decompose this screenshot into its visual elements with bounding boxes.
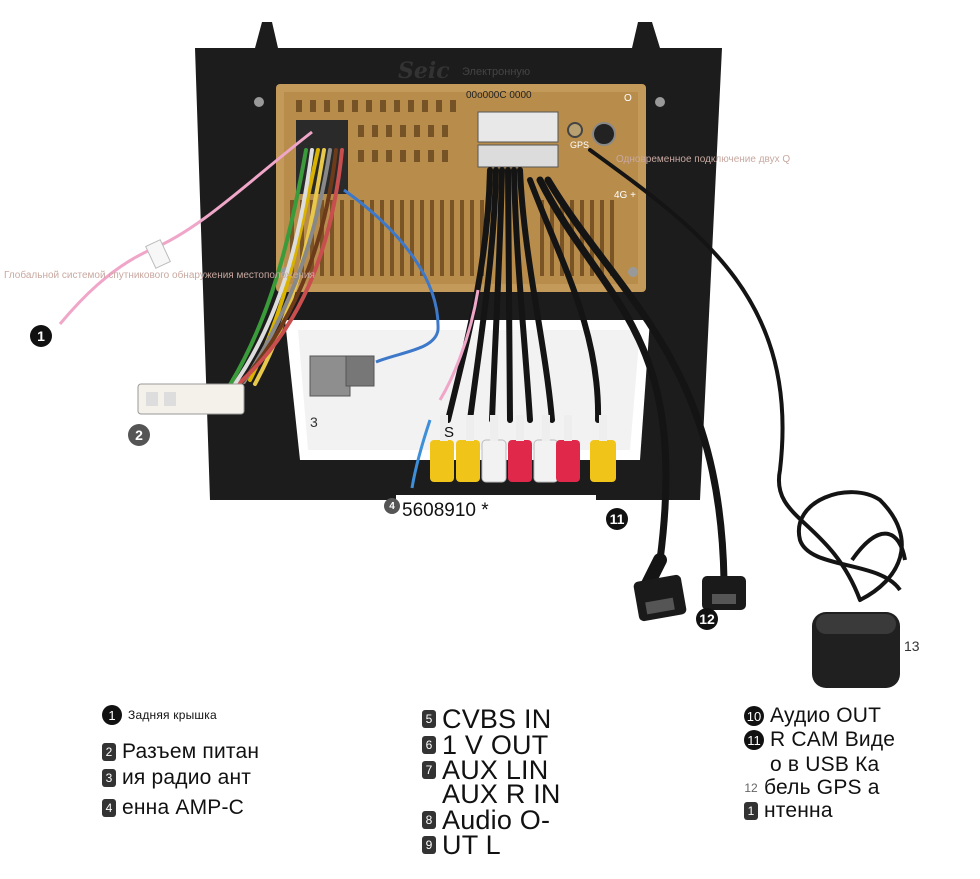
usb-cables — [633, 553, 746, 622]
legend-text: Разъем питан — [122, 740, 260, 763]
legend-num: 3 — [102, 769, 116, 787]
legend-text: UT L — [442, 830, 501, 860]
rca-cable-bundle — [445, 148, 862, 602]
legend-3-item-1: 11 R CAM Виде — [744, 728, 895, 752]
legend-3-item-0: 10 Аудио OUT — [744, 704, 881, 728]
port-o-label: O — [624, 93, 632, 104]
tag-s: S — [444, 424, 455, 441]
legend-text: о в USB Ка — [770, 753, 880, 776]
legend-1-item-1: 2 Разъем питан — [102, 740, 259, 764]
callout-11: 11 — [606, 508, 628, 530]
legend-2-item-4: 8 Audio O- — [422, 805, 551, 835]
callout-13: 13 — [904, 638, 920, 654]
legend-text: енна AMP-C — [122, 796, 245, 819]
legend-num: 6 — [422, 736, 436, 754]
legend-3-item-3: 12 бель GPS а — [744, 776, 880, 800]
callout-2: 2 — [128, 424, 150, 446]
legend-text: бель GPS а — [764, 776, 880, 799]
head-unit-photo — [58, 22, 907, 688]
legend-num: 5 — [422, 710, 436, 728]
callout-4: 4 — [384, 498, 400, 514]
port-gps-label: GPS — [570, 140, 590, 150]
legend-3-item-4: 1 нтенна — [744, 799, 833, 823]
legend-num: 9 — [422, 836, 436, 854]
legend-num: 11 — [744, 730, 764, 750]
port-4g-label: 4G + — [614, 190, 636, 201]
legend-text: ия радио ант — [122, 766, 252, 789]
legend-num: 1 — [102, 705, 122, 725]
legend-3-item-2: о в USB Ка — [770, 753, 879, 777]
radio-antenna-connector — [309, 355, 375, 397]
brand-subtitle: Электронную — [462, 66, 531, 78]
box-label-text: 5608910 * — [402, 500, 489, 521]
legend-1-item-3: 4 енна AMP-C — [102, 796, 244, 820]
legend-1-item-2: 3 ия радио ант — [102, 766, 251, 790]
legend-text: R CAM Виде — [770, 728, 896, 751]
legend-text: Audio O- — [442, 805, 551, 835]
legend-text: Аудио OUT — [770, 704, 882, 727]
legend-text: 1 V OUT — [442, 730, 549, 760]
legend-2-item-3: AUX R IN — [442, 779, 561, 809]
legend-num: 1 — [744, 802, 758, 820]
legend-text: Задняя крышка — [128, 708, 217, 722]
legend-num: 8 — [422, 811, 436, 829]
legend-num: 2 — [102, 743, 116, 761]
callout-12: 12 — [696, 608, 718, 630]
callout-3: 3 — [310, 414, 318, 430]
legend-num: 4 — [102, 799, 116, 817]
legend-2-item-1: 6 1 V OUT — [422, 730, 549, 760]
legend-num: 10 — [744, 706, 764, 726]
power-connector — [137, 383, 245, 415]
legend-num: 12 — [744, 779, 758, 797]
legend-text: CVBS IN — [442, 704, 552, 734]
rca-plugs — [430, 415, 616, 483]
gps-antenna — [796, 490, 907, 688]
legend-2-item-5: 9 UT L — [422, 830, 501, 860]
gps-caption: Глобальной системой спутникового обнаруж… — [4, 270, 315, 281]
callout-1: 1 — [30, 325, 52, 347]
legend-text: нтенна — [764, 799, 833, 822]
power-harness — [226, 148, 344, 390]
legend-text: AUX R IN — [442, 779, 561, 809]
sim-caption: Одновременное подключение двух Q — [616, 154, 791, 165]
label-box: 5608910 * — [396, 495, 596, 525]
brand-logo: Seic — [398, 58, 450, 84]
legend-2-item-2: 7 AUX LIN — [422, 755, 549, 785]
legend-text: AUX LIN — [442, 755, 549, 785]
legend-num: 7 — [422, 761, 436, 779]
legend-2-item-0: 5 CVBS IN — [422, 704, 552, 734]
blue-wire — [343, 188, 440, 364]
board-code: 00o000C 0000 — [466, 90, 532, 101]
legend-1-item-0: 1 Задняя крышка — [102, 705, 217, 725]
